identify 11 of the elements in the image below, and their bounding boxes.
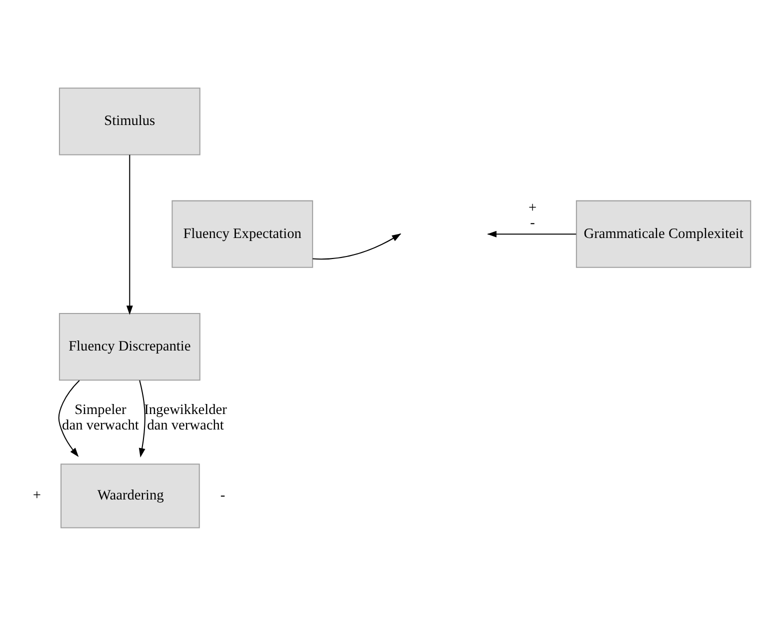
arrow — [126, 154, 132, 314]
edge-label: Simpeler dan verwacht — [62, 402, 138, 434]
edge-label: + - — [528, 199, 536, 231]
arrow — [138, 380, 145, 457]
node-label: + — [32, 487, 40, 504]
node-box: Fluency Expectation — [171, 200, 313, 268]
node-box: Stimulus — [58, 87, 200, 155]
arrow — [58, 380, 80, 456]
node-box: Grammaticale Complexiteit — [575, 200, 751, 268]
node-box: Fluency Discrepantie — [58, 312, 200, 380]
node-label: - — [220, 487, 225, 504]
